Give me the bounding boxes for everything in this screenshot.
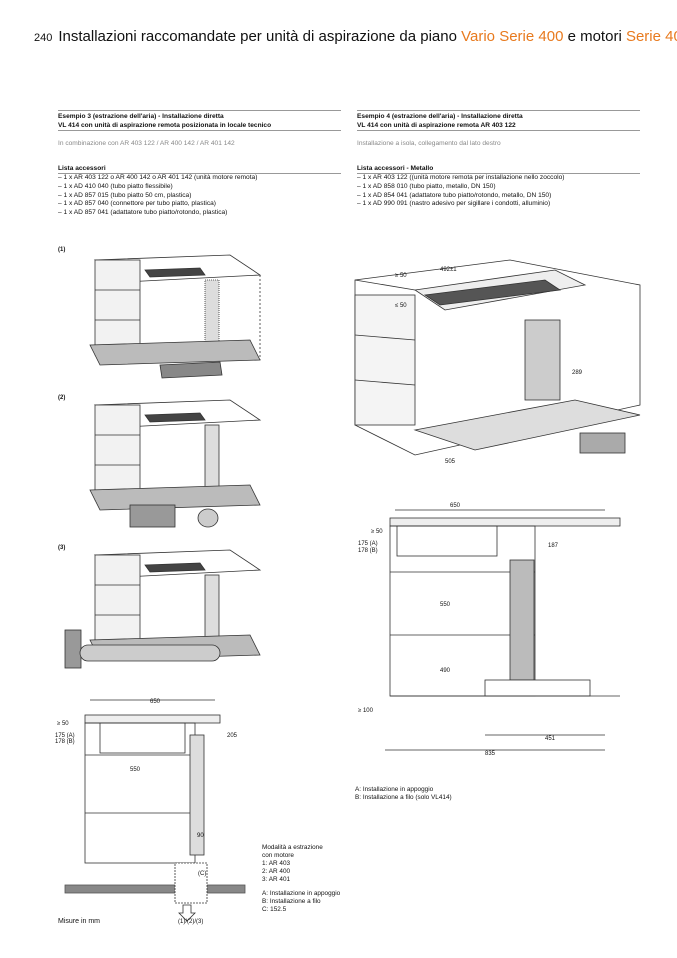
accessory-item: – 1 x AR 403 122 o AR 400 142 o AR 401 1… (58, 174, 258, 182)
iso-drawing-2 (89, 399, 262, 528)
legend-line: Modalità a estrazione (262, 844, 323, 851)
legend-line: A: Installazione in appoggio (355, 786, 434, 793)
figure-label-1: (1) (58, 247, 66, 253)
dim-550: 550 (130, 767, 141, 773)
figure-label-2: (2) (58, 395, 66, 401)
page-header: 240 Installazioni raccomandate per unità … (34, 28, 677, 45)
legend-line: C: 152.5 (262, 906, 287, 913)
accessory-item: – 1 x AD 854 041 (adattatore tubo piatto… (357, 191, 552, 199)
dim-max50: ≤ 50 (395, 303, 407, 309)
dim-205: 205 (227, 733, 238, 739)
dim-min50: ≥ 50 (371, 529, 383, 535)
dim-490: 490 (440, 668, 451, 674)
dim-650: 650 (450, 503, 461, 509)
legend-line: 1: AR 403 (262, 860, 291, 867)
title-accent-vario: Vario Serie 400 (461, 28, 564, 45)
figure-label-3: (3) (58, 545, 66, 551)
dim-492: 492±1 (440, 267, 457, 273)
legend-line: A: Installazione in appoggio (262, 890, 341, 897)
dim-c: (C) (198, 871, 206, 877)
units-note: Misure in mm (58, 918, 101, 925)
accessory-item: – 1 x AD 410 040 (tubo piatto flessibile… (58, 182, 173, 190)
iso-drawing-1 (89, 254, 262, 379)
dim-505: 505 (445, 459, 456, 465)
dim-550: 550 (440, 602, 451, 608)
iso-drawing-3 (64, 549, 262, 669)
dim-a: 175 (A) (55, 733, 75, 739)
dim-187: 187 (548, 543, 559, 549)
dim-b: 178 (B) (55, 739, 75, 745)
right-subtitle: Installazione a isola, collegamento dal … (357, 140, 501, 148)
accessory-item: – 1 x AR 403 122 ((unità motore remota p… (357, 174, 565, 182)
legend-line: 2: AR 400 (262, 868, 291, 875)
dim-289: 289 (572, 370, 583, 376)
dim-451: 451 (545, 736, 556, 742)
section-drawing-left: 650 ≥ 50 175 (A) 178 (B) 205 550 90 (C) … (55, 699, 246, 925)
dim-650: 650 (150, 699, 161, 705)
accessory-item: – 1 x AD 858 010 (tubo piatto, metallo, … (357, 182, 496, 190)
dim-min50: ≥ 50 (395, 273, 407, 279)
left-legend: Modalità a estrazione con motore 1: AR 4… (262, 844, 340, 914)
left-list-title: Lista accessori (58, 164, 106, 172)
section-drawing-right: 650 ≥ 50 175 (A) 178 (B) 187 550 490 ≥ 1… (358, 503, 621, 757)
legend-line: con motore (262, 852, 294, 859)
accessory-item: – 1 x AD 857 041 (adattatore tubo piatto… (58, 208, 228, 216)
left-heading-1: Esempio 3 (estrazione dell'aria) - Insta… (58, 113, 224, 120)
iso-drawing-right: 492±1 ≥ 50 ≤ 50 289 505 (354, 259, 641, 465)
accessory-item: – 1 x AD 990 091 (nastro adesivo per sig… (357, 200, 551, 208)
right-list-title: Lista accessori - Metallo (357, 164, 434, 172)
right-heading-1: Esempio 4 (estrazione dell'aria) - Insta… (357, 113, 523, 120)
dim-835: 835 (485, 751, 496, 757)
legend-line: B: Installazione a filo (solo VL414) (355, 794, 452, 801)
right-heading-2: VL 414 con unità di aspirazione remota A… (357, 121, 516, 129)
legend-line: 3: AR 401 (262, 876, 291, 883)
accessory-item: – 1 x AD 857 040 (connettore per tubo pi… (58, 200, 216, 208)
title-text: Installazioni raccomandate per unità di … (58, 28, 462, 45)
legend-line: B: Installazione a filo (262, 898, 321, 905)
dim-min100: ≥ 100 (358, 708, 374, 714)
left-subtitle: In combinazione con AR 403 122 / AR 400 … (58, 140, 235, 148)
right-column: Esempio 4 (estrazione dell'aria) - Insta… (357, 110, 640, 209)
outlet-label: (1)/(2)/(3) (178, 919, 203, 925)
page-number: 240 (34, 32, 53, 44)
dim-min50: ≥ 50 (57, 721, 69, 727)
title-text-middle: e motori (563, 28, 626, 45)
right-legend: A: Installazione in appoggio B: Installa… (355, 786, 452, 802)
dim-a: 175 (A) (358, 541, 378, 547)
left-column: Esempio 3 (estrazione dell'aria) - Insta… (58, 110, 341, 217)
title-accent-series: Serie 400 (625, 28, 677, 45)
accessory-item: – 1 x AD 857 015 (tubo piatto 50 cm, pla… (58, 191, 192, 199)
dim-b: 178 (B) (358, 548, 378, 554)
left-heading-2: VL 414 con unità di aspirazione remota p… (58, 121, 272, 129)
dim-90: 90 (197, 833, 204, 839)
